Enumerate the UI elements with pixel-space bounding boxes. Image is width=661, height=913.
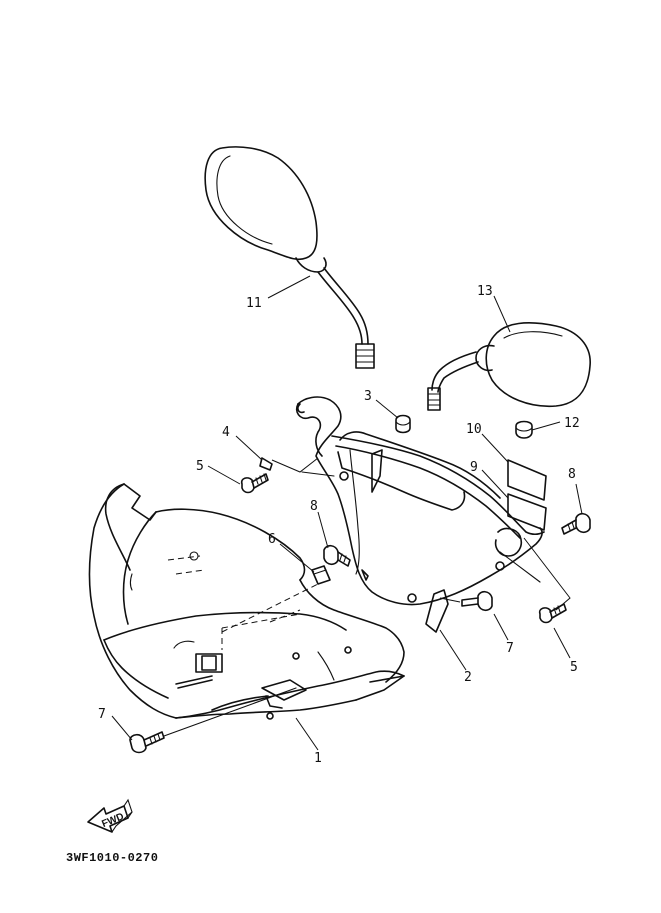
callout-5-right: 5 [570,660,578,675]
square-nut-part-6 [311,565,331,585]
inner-panel-part-2 [295,396,545,633]
bolt-part-8-left [323,544,351,567]
callout-4: 4 [222,425,230,440]
clip-nut-part-4 [259,457,273,471]
bolt-part-7-right [461,590,493,612]
cap-part-12 [515,420,533,439]
forward-direction-arrow: FWD [87,798,133,833]
callout-6: 6 [268,532,276,547]
callout-8-left: 8 [310,499,318,514]
bolt-part-8-right [561,512,591,535]
callout-2: 2 [464,670,472,685]
callout-3: 3 [364,389,372,404]
left-mirror-part [204,146,375,369]
screw-part-5-right [538,603,567,624]
emblem-part-9 [507,493,547,531]
leader-lines [111,275,583,751]
callout-12: 12 [564,416,580,431]
screw-part-5-left [240,473,269,494]
callout-5-left: 5 [196,459,204,474]
callout-7-right: 7 [506,641,514,656]
callout-1: 1 [314,751,322,766]
callout-7-left: 7 [98,707,106,722]
callout-10: 10 [466,422,482,437]
grommet-part-3 [395,414,411,434]
emblem-part-10 [507,459,547,501]
callout-13: 13 [477,284,493,299]
callout-labels: 1 2 3 4 5 5 6 7 7 8 8 9 10 11 12 13 [98,284,580,766]
callout-9: 9 [470,460,478,475]
front-cowling-part-1 [88,483,405,720]
callout-11: 11 [246,296,262,311]
diagram-code: 3WF1010-0270 [66,851,158,865]
right-mirror-part [427,322,591,411]
fwd-label: FWD [100,811,125,830]
assembly-lines [163,457,571,737]
callout-8-right: 8 [568,467,576,482]
bolt-part-7-left [129,731,165,754]
